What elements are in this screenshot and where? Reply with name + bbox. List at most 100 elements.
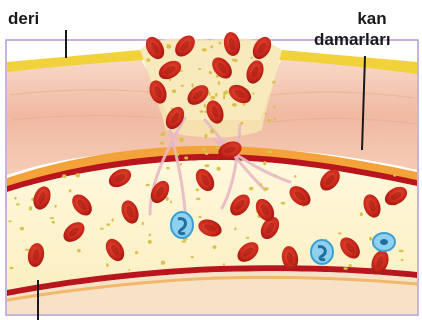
platelet <box>246 237 250 239</box>
platelet <box>160 142 165 145</box>
platelet <box>29 206 32 210</box>
platelet <box>349 264 352 267</box>
platelet <box>263 161 266 165</box>
platelet <box>112 218 114 221</box>
platelet <box>399 250 404 253</box>
platelet <box>215 147 220 149</box>
platelet <box>210 45 213 48</box>
platelet <box>209 92 211 96</box>
platelet <box>202 48 207 51</box>
platelet <box>215 93 217 97</box>
platelet <box>184 157 188 160</box>
platelet <box>135 251 138 254</box>
platelet <box>10 267 14 270</box>
platelet <box>175 154 179 157</box>
platelet <box>223 95 225 99</box>
platelet <box>200 110 204 113</box>
platelet <box>166 197 169 201</box>
platelet <box>8 220 11 222</box>
platelet <box>260 183 262 186</box>
platelet <box>142 222 144 225</box>
platelet <box>191 83 193 87</box>
platelet <box>181 85 184 87</box>
platelet <box>180 163 182 166</box>
platelet <box>232 59 236 61</box>
platelet <box>210 129 215 133</box>
platelet <box>16 203 20 205</box>
platelet <box>100 228 104 230</box>
platelet <box>265 113 267 115</box>
platelet <box>369 237 372 241</box>
platelet <box>182 241 186 243</box>
platelet <box>274 175 276 177</box>
platelet <box>240 122 243 125</box>
platelet <box>401 259 404 261</box>
platelet <box>218 81 220 85</box>
platelet <box>198 68 201 70</box>
platelet <box>172 89 176 93</box>
platelet <box>360 212 363 216</box>
platelet <box>20 227 24 231</box>
platelet <box>166 167 169 170</box>
platelet <box>234 227 236 230</box>
platelet <box>264 187 269 190</box>
platelet <box>106 223 110 226</box>
platelet <box>204 104 206 108</box>
platelet <box>75 173 80 177</box>
platelet <box>196 189 200 192</box>
platelet <box>272 81 275 84</box>
white-blood-cell <box>311 240 333 264</box>
platelet <box>146 58 150 62</box>
skin-label: deri <box>8 9 39 29</box>
platelet <box>204 134 207 138</box>
vessel-label-line2: damarları <box>314 30 391 50</box>
platelet <box>77 249 81 252</box>
platelet <box>146 184 150 186</box>
platelet <box>217 167 221 171</box>
platelet <box>50 217 54 219</box>
platelet <box>218 42 221 45</box>
platelet <box>154 153 156 155</box>
white-blood-cell <box>373 233 395 251</box>
platelet <box>161 261 165 265</box>
platelet <box>106 263 109 267</box>
platelet <box>205 164 210 167</box>
platelet <box>69 189 72 192</box>
platelet <box>14 197 16 200</box>
platelet <box>232 103 237 107</box>
platelet <box>268 150 272 154</box>
platelet <box>273 118 276 121</box>
platelet <box>338 232 342 234</box>
platelet <box>203 148 206 151</box>
platelet <box>52 221 55 224</box>
platelet <box>213 245 217 249</box>
platelet <box>252 92 254 95</box>
platelet <box>273 105 275 108</box>
platelet <box>161 132 165 136</box>
platelet <box>250 57 253 59</box>
platelet <box>249 187 253 191</box>
platelet <box>149 233 151 236</box>
platelet <box>128 269 130 271</box>
platelet <box>343 267 347 270</box>
platelet <box>393 174 396 177</box>
platelet <box>62 174 66 178</box>
white-blood-cell <box>171 212 193 238</box>
platelet <box>267 119 272 123</box>
platelet <box>198 216 201 218</box>
platelet <box>223 263 225 266</box>
platelet <box>148 240 152 244</box>
platelet <box>191 256 194 258</box>
vessel-label-line1: kan <box>347 9 397 29</box>
platelet <box>209 71 212 74</box>
platelet <box>224 90 228 94</box>
platelet <box>54 205 56 208</box>
platelet <box>167 44 169 46</box>
platelet <box>196 198 201 201</box>
platelet <box>170 201 172 204</box>
platelet <box>210 96 215 100</box>
platelet <box>281 202 286 205</box>
platelet <box>294 175 296 178</box>
platelet <box>205 152 209 155</box>
platelet <box>179 138 184 142</box>
